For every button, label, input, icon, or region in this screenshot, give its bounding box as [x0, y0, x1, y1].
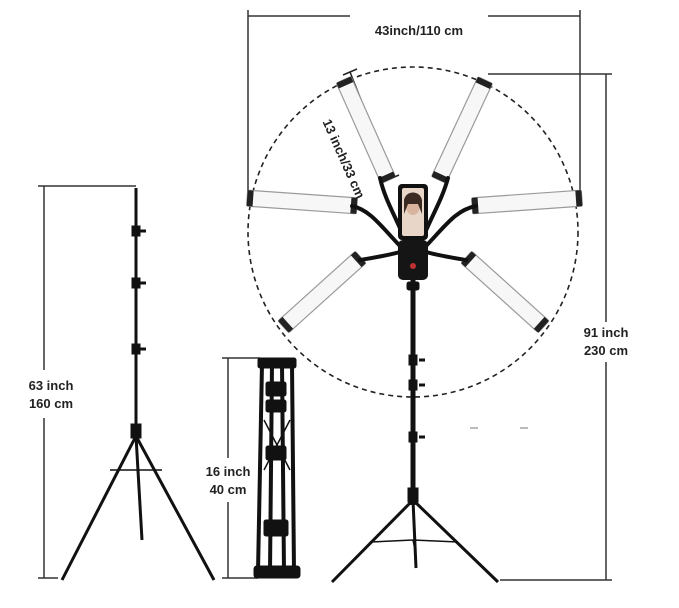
gooseneck-arms [350, 176, 478, 262]
led-panel-upper-right [431, 76, 493, 184]
stand-height-inch-label: 63 inch [28, 378, 74, 393]
led-panel-upper-left [336, 76, 396, 184]
tripod-stand [60, 188, 216, 581]
light-span-circle [247, 66, 579, 398]
led-panels [246, 76, 583, 333]
folded-dimension-line [222, 357, 260, 579]
overall-height-cm-label: 230 cm [583, 343, 629, 358]
stand-height-cm-label: 160 cm [28, 396, 74, 411]
overall-height-inch-label: 91 inch [583, 325, 629, 340]
folded-length-inch-label: 16 inch [205, 464, 251, 479]
led-panel-left [246, 189, 358, 215]
folded-stand [253, 357, 301, 579]
height-dimension-line [488, 73, 612, 581]
folded-length-cm-label: 40 cm [209, 482, 247, 497]
led-panel-lower-right [461, 251, 549, 333]
phone-holder [398, 184, 428, 280]
stand-height-dimension-line [38, 185, 136, 579]
main-stand [330, 280, 500, 584]
led-panel-lower-left [278, 251, 366, 333]
width-dimension-line [247, 10, 581, 200]
led-panel-right [471, 189, 583, 215]
width-span-label: 43inch/110 cm [374, 23, 464, 38]
